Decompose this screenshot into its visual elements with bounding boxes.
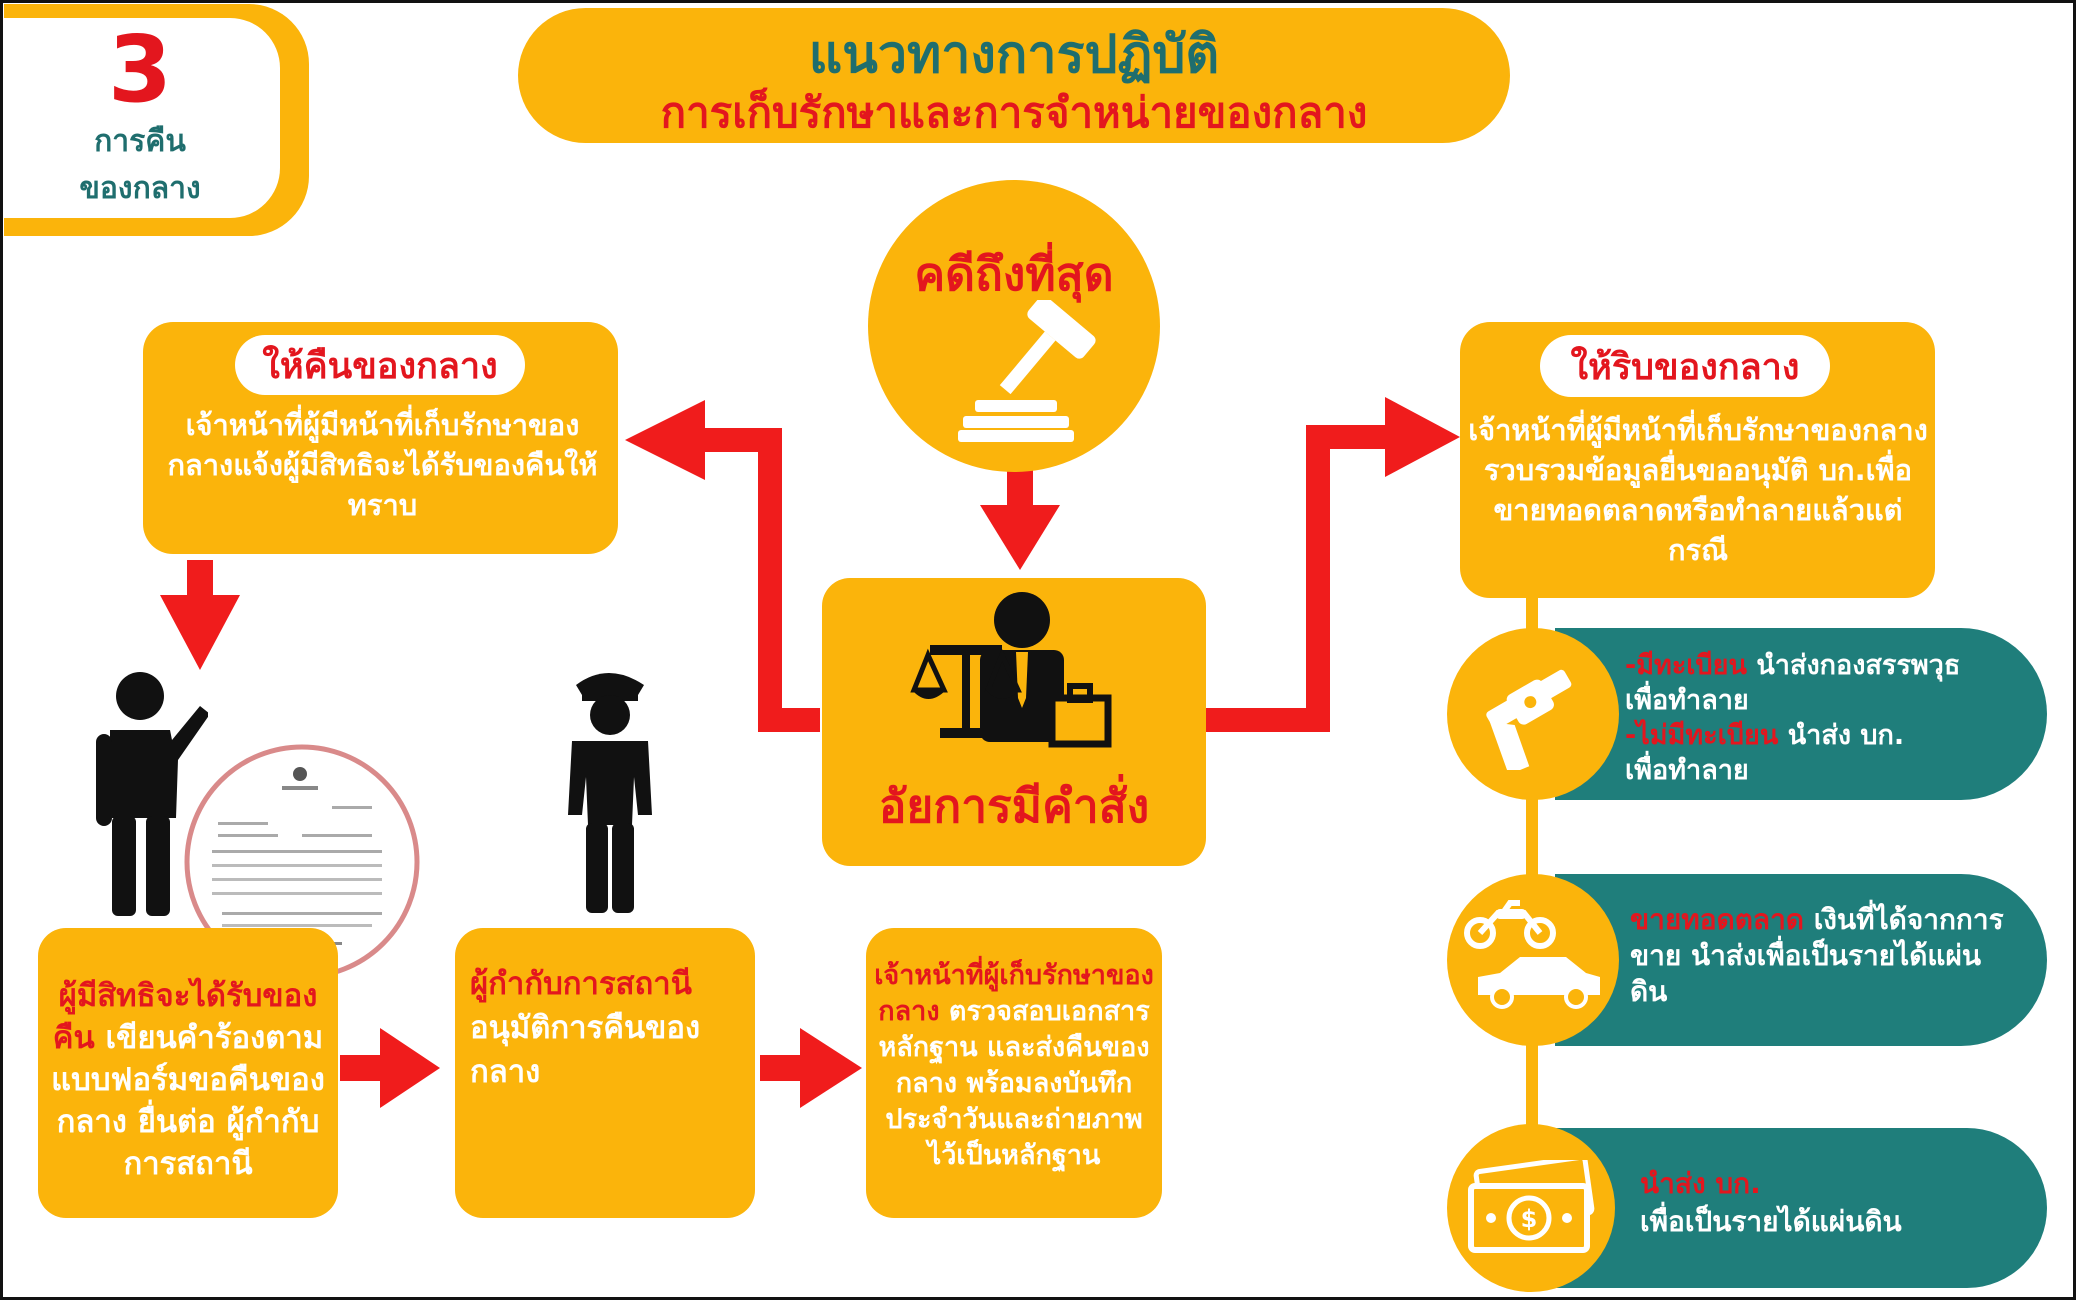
outcome-1-line-1: -มีทะเบียน นำส่งกองสรรพวุธ — [1625, 650, 1961, 681]
outcome-row-3 — [1555, 1128, 2047, 1288]
prosecutor-label: อัยการมีคำสั่ง — [878, 779, 1150, 833]
outcome-text-2: ขายทอดตลาด เงินที่ได้จากการ ขาย นำส่งเพื… — [1630, 902, 2040, 1010]
outcome-3-line-2: เพื่อเป็นรายได้แผ่นดิน — [1640, 1205, 1902, 1238]
outcome-3-line-1: นำส่ง บก. — [1640, 1167, 1761, 1200]
gavel-icon — [958, 300, 1096, 442]
section-label-line2: ของกลาง — [79, 171, 201, 206]
outcome-row-2 — [1555, 874, 2047, 1046]
arrow-step1-shaft — [340, 1055, 385, 1081]
outcome-1-line-2: เพื่อทำลาย — [1625, 685, 1749, 716]
return-pill: ให้คืนของกลาง — [235, 335, 525, 395]
outcome-text-3: นำส่ง บก. เพื่อเป็นรายได้แผ่นดิน — [1640, 1165, 2040, 1241]
title-banner — [518, 8, 1510, 143]
outcome-1-line-4: เพื่อทำลาย — [1625, 755, 1749, 786]
step-box-3 — [866, 928, 1162, 1218]
outcome-1-line-3: -ไม่มีทะเบียน นำส่ง บก. — [1625, 720, 1905, 751]
page-title: แนวทางการปฏิบัติ — [808, 25, 1220, 85]
police-officer-icon — [568, 673, 652, 913]
final-case-label: คดีถึงที่สุด — [914, 247, 1114, 301]
step-text-3: เจ้าหน้าที่ผู้เก็บรักษาของกลาง ตรวจสอบเอ… — [872, 958, 1156, 1174]
claimant-person-icon — [96, 672, 208, 916]
arrow-to-confiscate — [1205, 425, 1390, 732]
step-box-1 — [38, 928, 338, 1218]
outcome-2-line-3: ดิน — [1630, 975, 1668, 1008]
confiscate-pill: ให้ริบของกลาง — [1540, 335, 1830, 397]
step-text-2: ผู้กำกับการสถานีอนุมัติการคืนของกลาง — [470, 962, 745, 1094]
svg-text:$: $ — [1521, 1205, 1538, 1233]
return-request-form-icon — [184, 744, 420, 980]
confiscate-text: เจ้าหน้าที่ผู้มีหน้าที่เก็บรักษาของกลางร… — [1468, 413, 1928, 567]
return-text: เจ้าหน้าที่ผู้มีหน้าที่เก็บรักษาของกลางแ… — [167, 408, 598, 522]
outcome-2-line-1: ขายทอดตลาด เงินที่ได้จากการ — [1630, 903, 2004, 936]
prosecutor-justice-icon — [910, 592, 1112, 748]
step-1-desc: เขียนคำร้องตามแบบฟอร์มขอคืนของกลาง ยื่นต… — [51, 1020, 325, 1182]
arrow-down-left-shaft — [187, 560, 213, 600]
arrow-down-main-shaft — [1007, 465, 1033, 510]
vehicles-icon — [1464, 900, 1600, 1009]
arrow-to-return-head — [625, 400, 705, 480]
arrow-step2-head — [800, 1028, 862, 1108]
outcome-2-line-2: ขาย นำส่งเพื่อเป็นรายได้แผ่น — [1630, 939, 1981, 972]
money-icon: $ — [1468, 1160, 1595, 1253]
page-subtitle: การเก็บรักษาและการจำหน่ายของกลาง — [660, 88, 1368, 137]
step-box-2 — [455, 928, 755, 1218]
section-label-line1: การคืน — [94, 124, 186, 159]
step-1-actor: ผู้มีสิทธิจะได้รับของคืน — [52, 978, 318, 1056]
step-3-desc: ตรวจสอบเอกสารหลักฐาน และส่งคืนของกลาง พร… — [878, 996, 1150, 1171]
arrow-down-left-head — [160, 595, 240, 670]
arrow-down-main-head — [980, 505, 1060, 570]
section-number: 3 — [107, 16, 172, 123]
arrow-to-return — [700, 428, 820, 732]
step-2-desc: อนุมัติการคืนของกลาง — [470, 1010, 701, 1090]
step-2-actor: ผู้กำกับการสถานี — [470, 966, 692, 1002]
revolver-icon — [1486, 669, 1572, 770]
outcome-row-1 — [1555, 628, 2047, 800]
outcome-text-1: -มีทะเบียน นำส่งกองสรรพวุธ เพื่อทำลาย -ไ… — [1625, 648, 2035, 788]
section-badge-inner — [4, 18, 280, 218]
arrow-step2-shaft — [760, 1055, 805, 1081]
step-text-1: ผู้มีสิทธิจะได้รับของคืน เขียนคำร้องตามแ… — [42, 975, 334, 1185]
step-3-actor: เจ้าหน้าที่ผู้เก็บรักษาของกลาง — [874, 960, 1154, 1027]
arrow-to-confiscate-head — [1385, 397, 1460, 477]
arrow-step1-head — [380, 1028, 440, 1108]
